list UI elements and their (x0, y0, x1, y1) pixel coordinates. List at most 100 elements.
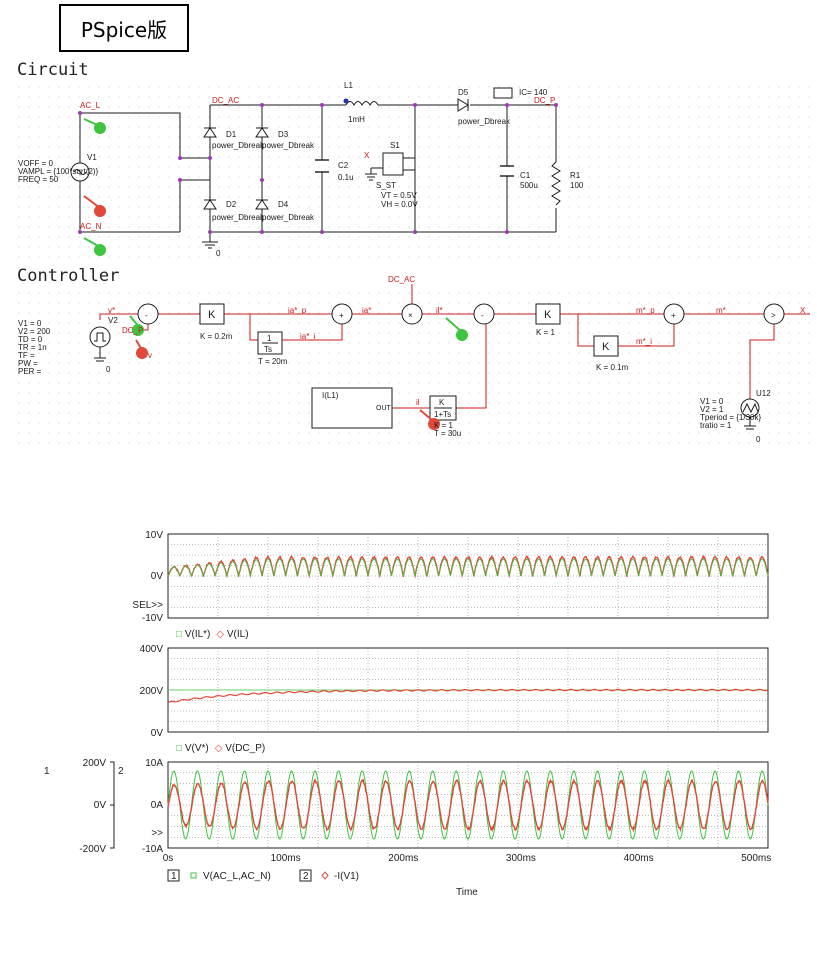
sum4-sign: + (671, 311, 676, 320)
lpf-t: T = 30u (434, 429, 461, 438)
lpf-num: K (439, 398, 445, 407)
d3-model: power_Dbreak (262, 141, 315, 150)
probe-dcp: DC_P (122, 326, 143, 335)
net-ac-n: AC_N (80, 222, 102, 231)
circuit-schematic: AC_L AC_N DC_AC DC_P X 0 V1 VOFF = 0 VAM… (0, 0, 817, 460)
gain3-value: K = 0.1m (596, 363, 629, 372)
probe-il: il (416, 398, 420, 407)
probe-iastar-i: ia*_i (300, 332, 316, 341)
x-tick-label: 500ms (741, 853, 771, 864)
x-axis-label: Time (456, 887, 478, 898)
source-name: V1 (87, 153, 97, 162)
sensor-label: I(L1) (322, 391, 339, 400)
u12-ground: 0 (756, 435, 761, 444)
integ1-den: Ts (264, 345, 272, 354)
p3-ytick-right-bottom: -10A (142, 844, 163, 855)
p2-ytick-mid: 200V (140, 686, 164, 697)
legend-marker-diamond: ◇ (215, 743, 225, 754)
p2-legend: □ V(V*)◇ V(DC_P) (176, 743, 265, 754)
s1-name: S1 (390, 141, 400, 150)
x-tick-label: 0s (163, 853, 174, 864)
d4-model: power_Dbreak (262, 213, 315, 222)
legend-series-2: V(IL) (227, 629, 249, 640)
d2-model: power_Dbreak (212, 213, 265, 222)
integ1-num: 1 (267, 334, 272, 343)
p1-ytick-top: 10V (145, 530, 163, 541)
wire-ac-l (80, 113, 210, 158)
x-tick-label: 200ms (388, 853, 418, 864)
p3-ytick-left-bottom: -200V (79, 844, 106, 855)
c2-value: 0.1u (338, 173, 354, 182)
p3-marker: >> (151, 828, 163, 839)
source-param-2: FREQ = 50 (18, 175, 59, 184)
sum2-sign: + (339, 311, 344, 320)
p1-legend: □ V(IL*) ◇ V(IL) (176, 629, 249, 640)
probe-iastar: ia* (362, 306, 371, 315)
c1-value: 500u (520, 181, 538, 190)
legend-box1: 1 (171, 871, 177, 882)
p3-ytick-right-mid: 0A (151, 800, 164, 811)
net-dc-p: DC_P (534, 96, 555, 105)
u12-name: U12 (756, 389, 771, 398)
p1-ytick-bottom: -10V (142, 613, 163, 624)
v2-param-6: PER = (18, 367, 42, 376)
legend-marker-square: □ (176, 743, 185, 754)
net-ground: 0 (216, 249, 221, 258)
p3-ytick-right-top: 10A (145, 758, 163, 769)
sum3-sign: - (481, 311, 484, 320)
simulation-plots: 10V 0V SEL>> -10V □ V(IL*)◇ V(IL) 400V 2… (0, 520, 817, 920)
lpf-den: 1+Ts (434, 410, 451, 419)
comp-sign: > (771, 311, 776, 320)
x-tick-label: 400ms (624, 853, 654, 864)
legend-marker-diamond: ◇ (216, 629, 226, 640)
x-tick-label: 100ms (271, 853, 301, 864)
x-tick-label: 300ms (506, 853, 536, 864)
s1-vt: VT = 0.5V (381, 191, 417, 200)
c2-name: C2 (338, 161, 349, 170)
p2-ytick-bottom: 0V (151, 728, 164, 739)
legend-item2: -I(V1) (334, 871, 359, 882)
probe-mstar-i: m*_i (636, 337, 652, 346)
p3-axis2: 2 (118, 766, 124, 777)
p3-ytick-left-mid: 0V (94, 800, 107, 811)
c1-ic: IC= 140 (519, 88, 548, 97)
d2-name: D2 (226, 200, 237, 209)
v2-ground: 0 (106, 365, 111, 374)
legend-marker-square: □ (176, 629, 185, 640)
s1-vh: VH = 0.0V (381, 200, 418, 209)
p1-ytick-mid: 0V (151, 571, 164, 582)
legend-series-2: V(DC_P) (225, 743, 265, 754)
probe-mstar: m* (716, 306, 726, 315)
probe-v: v (148, 351, 152, 360)
net-dc-ac: DC_AC (212, 96, 239, 105)
probe-dcac: DC_AC (388, 275, 415, 284)
net-x: X (364, 151, 370, 160)
gain1-symbol: K (208, 309, 216, 321)
probe-iastar-p: ia*_p (288, 306, 307, 315)
d1-model: power_Dbreak (212, 141, 265, 150)
r1-name: R1 (570, 171, 581, 180)
legend-box2: 2 (303, 871, 309, 882)
gain2-symbol: K (544, 309, 552, 321)
legend-series-1: V(IL*) (185, 629, 211, 640)
probe-istar: il* (436, 306, 443, 315)
sensor-out: OUT (376, 405, 392, 412)
sum1-sign: - (145, 311, 148, 320)
c1-name: C1 (520, 171, 531, 180)
u12-param-3: tratio = 1 (700, 421, 732, 430)
integ1-value: T = 20m (258, 357, 288, 366)
probe-mstar-p: m*_p (636, 306, 655, 315)
d5-model: power_Dbreak (458, 117, 511, 126)
d5-name: D5 (458, 88, 469, 97)
p3-axis1: 1 (44, 766, 50, 777)
l1-name: L1 (344, 81, 353, 90)
v2-name: V2 (108, 316, 118, 325)
p3-ytick-left-top: 200V (83, 758, 107, 769)
l1-value: 1mH (348, 115, 365, 124)
mult-sign: × (408, 311, 413, 320)
s1-model: S_ST (376, 181, 396, 190)
p2-ytick-top: 400V (140, 644, 164, 655)
r1-value: 100 (570, 181, 584, 190)
gain3-symbol: K (602, 341, 610, 353)
probe-vstar: v* (108, 306, 115, 315)
